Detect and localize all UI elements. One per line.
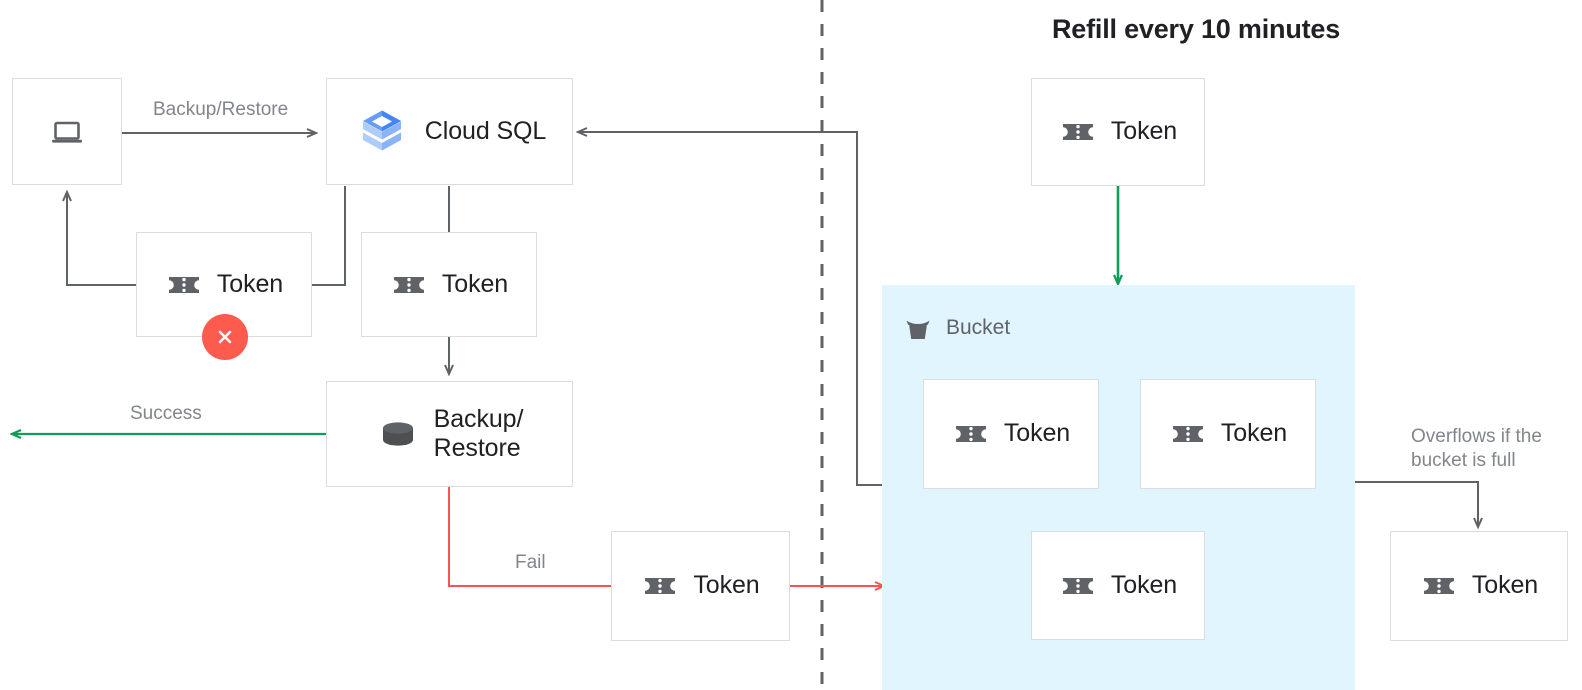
- token-icon: [952, 415, 990, 453]
- node-token-overflow[interactable]: Token: [1390, 531, 1568, 641]
- edge-label-fail: Fail: [515, 552, 546, 573]
- edge-label-overflow: Overflows if the bucket is full: [1411, 426, 1542, 472]
- node-cloud-sql-label: Cloud SQL: [424, 116, 547, 145]
- edge-label-backup-restore: Backup/Restore: [153, 99, 289, 120]
- node-bucket-token-3[interactable]: Token: [1031, 531, 1205, 640]
- edge-bucket-overflow: [1355, 481, 1478, 527]
- edge-cloudsql-to-token-failed: [312, 186, 346, 286]
- node-bucket-token-1[interactable]: Token: [923, 379, 1099, 489]
- node-bucket-token-3-label: Token: [1110, 570, 1178, 599]
- node-token-consumed-label: Token: [441, 269, 509, 298]
- edge-token-failed-to-client: [67, 192, 136, 286]
- token-icon: [1420, 567, 1458, 605]
- token-icon: [165, 266, 203, 304]
- node-bucket-token-1-label: Token: [1003, 419, 1071, 448]
- node-backup-restore[interactable]: Backup/ Restore: [326, 381, 573, 487]
- laptop-icon: [47, 112, 87, 152]
- edge-bucket-to-cloudsql: [578, 132, 884, 486]
- token-icon: [641, 567, 679, 605]
- fail-x-icon: [202, 314, 248, 360]
- node-token-returned-label: Token: [693, 571, 760, 600]
- node-token-refill-label: Token: [1110, 117, 1178, 146]
- bucket-icon: [902, 312, 934, 344]
- token-icon: [390, 266, 428, 304]
- database-icon: [376, 412, 420, 456]
- node-bucket-token-2-label: Token: [1220, 419, 1288, 448]
- node-token-failed-label: Token: [216, 269, 284, 298]
- token-icon: [1169, 415, 1207, 453]
- node-token-consumed[interactable]: Token: [361, 232, 537, 337]
- node-client[interactable]: [12, 78, 122, 185]
- bucket-label: Bucket: [946, 316, 1011, 339]
- token-icon: [1059, 113, 1097, 151]
- cloud-sql-icon: [353, 103, 411, 161]
- node-bucket-token-2[interactable]: Token: [1140, 379, 1316, 489]
- edge-label-success: Success: [130, 403, 202, 424]
- bucket-heading: Bucket: [902, 312, 1010, 344]
- node-backup-restore-label: Backup/ Restore: [433, 404, 524, 463]
- node-token-refill[interactable]: Token: [1031, 78, 1205, 186]
- token-icon: [1059, 567, 1097, 605]
- node-cloud-sql[interactable]: Cloud SQL: [326, 78, 573, 185]
- diagram-title: Refill every 10 minutes: [1052, 14, 1341, 44]
- node-token-overflow-label: Token: [1471, 571, 1539, 600]
- node-token-returned[interactable]: Token: [611, 531, 790, 641]
